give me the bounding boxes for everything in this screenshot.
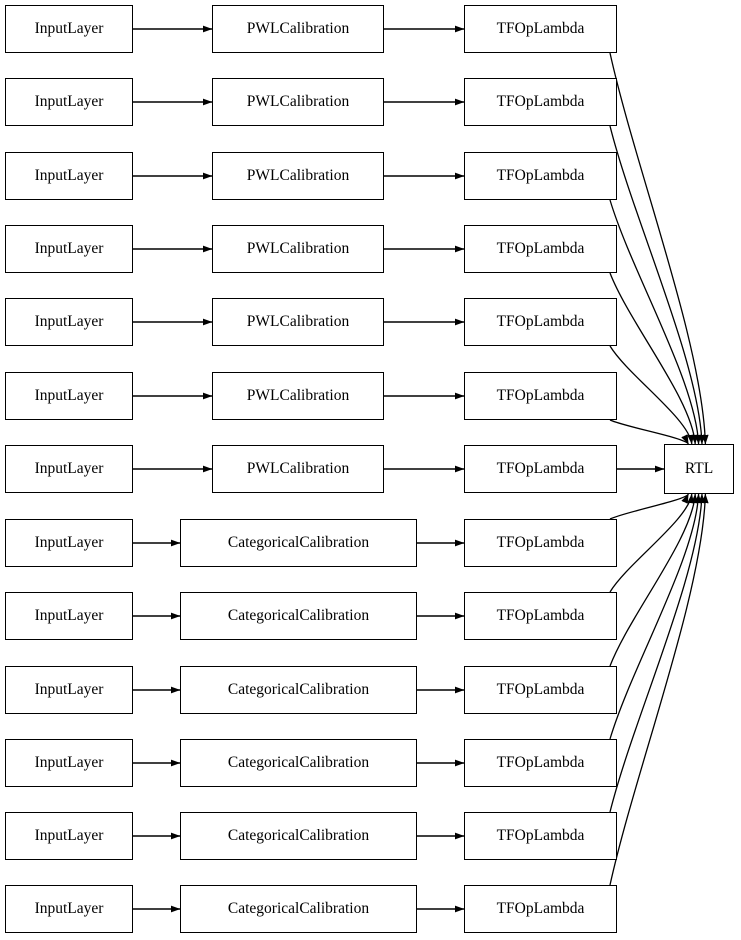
node-tf-op-lambda-2[interactable]: TFOpLambda <box>464 152 617 200</box>
node-label: PWLCalibration <box>246 166 350 184</box>
node-calibration-6[interactable]: PWLCalibration <box>212 445 384 493</box>
node-input-layer-11[interactable]: InputLayer <box>5 812 133 860</box>
node-label: PWLCalibration <box>246 19 350 37</box>
node-calibration-3[interactable]: PWLCalibration <box>212 225 384 273</box>
node-label: CategoricalCalibration <box>227 899 370 917</box>
node-tf-op-lambda-0[interactable]: TFOpLambda <box>464 5 617 53</box>
node-label: InputLayer <box>34 166 104 184</box>
node-tf-op-lambda-7[interactable]: TFOpLambda <box>464 519 617 567</box>
node-tf-op-lambda-10[interactable]: TFOpLambda <box>464 739 617 787</box>
node-label: InputLayer <box>34 826 104 844</box>
node-input-layer-9[interactable]: InputLayer <box>5 666 133 714</box>
node-input-layer-3[interactable]: InputLayer <box>5 225 133 273</box>
edge-lambda-to-rtl-8 <box>609 493 695 593</box>
node-label: PWLCalibration <box>246 92 350 110</box>
node-calibration-0[interactable]: PWLCalibration <box>212 5 384 53</box>
node-calibration-8[interactable]: CategoricalCalibration <box>180 592 417 640</box>
node-rtl[interactable]: RTL <box>664 444 734 494</box>
node-label: TFOpLambda <box>496 239 585 257</box>
edge-lambda-to-rtl-11 <box>609 493 706 813</box>
node-label: TFOpLambda <box>496 606 585 624</box>
node-input-layer-7[interactable]: InputLayer <box>5 519 133 567</box>
node-label: TFOpLambda <box>496 680 585 698</box>
node-input-layer-0[interactable]: InputLayer <box>5 5 133 53</box>
node-label: TFOpLambda <box>496 92 585 110</box>
node-label: TFOpLambda <box>496 312 585 330</box>
node-label: InputLayer <box>34 19 104 37</box>
node-input-layer-1[interactable]: InputLayer <box>5 78 133 126</box>
node-label: TFOpLambda <box>496 533 585 551</box>
edge-lambda-to-rtl-2 <box>609 199 702 445</box>
edge-lambda-to-rtl-3 <box>609 272 699 445</box>
edge-lambda-to-rtl-12 <box>609 493 709 886</box>
node-label: TFOpLambda <box>496 459 585 477</box>
node-input-layer-4[interactable]: InputLayer <box>5 298 133 346</box>
node-tf-op-lambda-11[interactable]: TFOpLambda <box>464 812 617 860</box>
node-label: InputLayer <box>34 680 104 698</box>
node-label: CategoricalCalibration <box>227 753 370 771</box>
node-calibration-10[interactable]: CategoricalCalibration <box>180 739 417 787</box>
node-label: TFOpLambda <box>496 166 585 184</box>
node-calibration-5[interactable]: PWLCalibration <box>212 372 384 420</box>
edge-lambda-to-rtl-4 <box>609 345 695 445</box>
node-input-layer-2[interactable]: InputLayer <box>5 152 133 200</box>
edge-lambda-to-rtl-0 <box>609 52 709 445</box>
node-label: CategoricalCalibration <box>227 606 370 624</box>
node-label: InputLayer <box>34 899 104 917</box>
node-label: RTL <box>684 459 714 477</box>
node-tf-op-lambda-4[interactable]: TFOpLambda <box>464 298 617 346</box>
node-label: InputLayer <box>34 459 104 477</box>
node-label: InputLayer <box>34 533 104 551</box>
node-label: CategoricalCalibration <box>227 680 370 698</box>
node-label: CategoricalCalibration <box>227 826 370 844</box>
node-tf-op-lambda-6[interactable]: TFOpLambda <box>464 445 617 493</box>
node-label: PWLCalibration <box>246 312 350 330</box>
node-tf-op-lambda-8[interactable]: TFOpLambda <box>464 592 617 640</box>
node-tf-op-lambda-9[interactable]: TFOpLambda <box>464 666 617 714</box>
edge-lambda-to-rtl-10 <box>609 493 702 740</box>
node-label: InputLayer <box>34 386 104 404</box>
node-input-layer-8[interactable]: InputLayer <box>5 592 133 640</box>
node-calibration-9[interactable]: CategoricalCalibration <box>180 666 417 714</box>
node-label: TFOpLambda <box>496 899 585 917</box>
node-calibration-4[interactable]: PWLCalibration <box>212 298 384 346</box>
edge-lambda-to-rtl-9 <box>609 493 699 667</box>
edge-lambda-to-rtl-7 <box>609 493 689 520</box>
node-input-layer-10[interactable]: InputLayer <box>5 739 133 787</box>
node-tf-op-lambda-12[interactable]: TFOpLambda <box>464 885 617 933</box>
node-label: CategoricalCalibration <box>227 533 370 551</box>
edge-lambda-to-rtl-5 <box>609 419 689 445</box>
node-label: InputLayer <box>34 606 104 624</box>
node-calibration-12[interactable]: CategoricalCalibration <box>180 885 417 933</box>
node-label: TFOpLambda <box>496 19 585 37</box>
node-tf-op-lambda-5[interactable]: TFOpLambda <box>464 372 617 420</box>
node-label: TFOpLambda <box>496 386 585 404</box>
node-label: PWLCalibration <box>246 459 350 477</box>
node-label: InputLayer <box>34 753 104 771</box>
node-calibration-2[interactable]: PWLCalibration <box>212 152 384 200</box>
node-input-layer-6[interactable]: InputLayer <box>5 445 133 493</box>
node-input-layer-12[interactable]: InputLayer <box>5 885 133 933</box>
node-label: InputLayer <box>34 239 104 257</box>
node-label: TFOpLambda <box>496 826 585 844</box>
node-label: TFOpLambda <box>496 753 585 771</box>
node-calibration-11[interactable]: CategoricalCalibration <box>180 812 417 860</box>
node-input-layer-5[interactable]: InputLayer <box>5 372 133 420</box>
node-label: InputLayer <box>34 312 104 330</box>
node-label: PWLCalibration <box>246 239 350 257</box>
node-calibration-1[interactable]: PWLCalibration <box>212 78 384 126</box>
edge-lambda-to-rtl-1 <box>609 125 706 445</box>
node-tf-op-lambda-1[interactable]: TFOpLambda <box>464 78 617 126</box>
node-label: PWLCalibration <box>246 386 350 404</box>
node-label: InputLayer <box>34 92 104 110</box>
node-tf-op-lambda-3[interactable]: TFOpLambda <box>464 225 617 273</box>
node-calibration-7[interactable]: CategoricalCalibration <box>180 519 417 567</box>
